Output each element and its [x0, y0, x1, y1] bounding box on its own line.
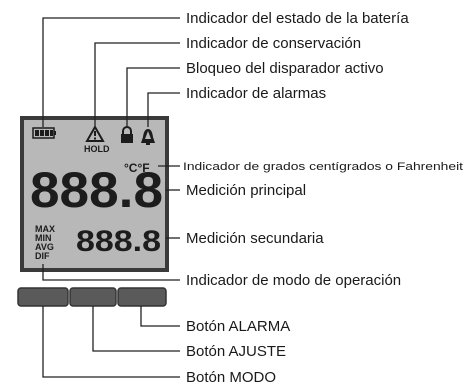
lcd-screen: [20, 116, 169, 272]
mode-button-leader: [42, 306, 180, 378]
alarm-bell-icon: [141, 129, 155, 145]
mode-button[interactable]: [17, 287, 69, 307]
mode-label-dif: DIF: [35, 251, 50, 261]
set-button-leader: [92, 306, 180, 352]
unit-indicator: °C°F: [124, 161, 150, 175]
battery-leader: [42, 17, 180, 127]
alarm-leader: [147, 92, 180, 127]
mode-label-max: MAX: [35, 224, 55, 234]
mode-label-min: MIN: [35, 233, 52, 243]
callout-battery: Indicador del estado de la batería: [186, 10, 409, 27]
padlock-icon: [121, 126, 133, 143]
callout-hold: Indicador de conservación: [186, 35, 361, 52]
hold-warning-icon: [85, 124, 105, 142]
mode-leader: [42, 264, 180, 281]
alarm-button[interactable]: [117, 287, 167, 307]
callout-mode: Indicador de modo de operación: [186, 272, 401, 289]
alarm-button-leader: [140, 306, 180, 327]
battery-icon: [32, 127, 56, 139]
hold-leader: [94, 42, 180, 126]
callout-alarm-button: Botón ALARMA: [186, 318, 290, 335]
secondary-reading: 888.8: [76, 225, 161, 258]
mode-label-avg: AVG: [35, 242, 54, 252]
callout-primary: Medición principal: [186, 182, 306, 199]
callout-mode-button: Botón MODO: [186, 369, 276, 386]
lock-leader: [126, 67, 180, 126]
callout-alarm: Indicador de alarmas: [186, 85, 326, 102]
callout-secondary: Medición secundaria: [186, 230, 324, 247]
callout-trigger-lock: Bloqueo del disparador activo: [186, 60, 384, 77]
hold-label: HOLD: [84, 144, 110, 154]
primary-reading: 888.8: [30, 162, 163, 218]
callout-units: Indicador de grados centígrados o Fahren…: [183, 161, 463, 173]
set-button[interactable]: [69, 287, 117, 307]
callout-set-button: Botón AJUSTE: [186, 343, 286, 360]
